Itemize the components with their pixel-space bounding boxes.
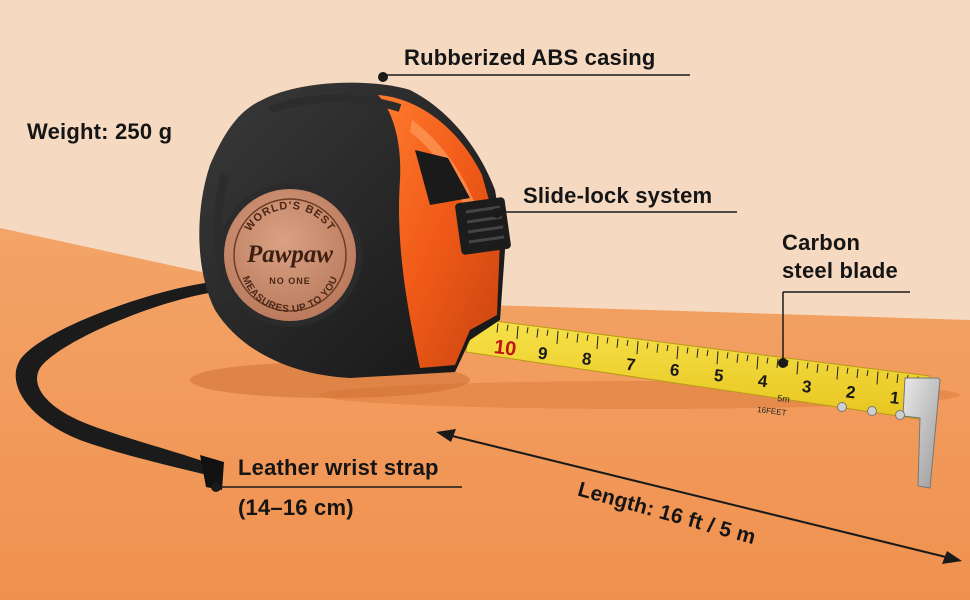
blade-tick: [496, 323, 499, 333]
lock-leader-dot: [492, 208, 502, 218]
badge-middle-text: NO ONE: [269, 276, 311, 286]
hook-rivet: [867, 406, 877, 416]
blade-label-line2: steel blade: [782, 258, 898, 283]
blade-number: 8: [581, 349, 593, 369]
length-arrow-line: [439, 432, 959, 561]
blade-tick: [586, 334, 589, 341]
blade-tick: [676, 346, 679, 360]
blade-number: 2: [845, 382, 857, 402]
blade-tick: [776, 358, 779, 368]
lock-label: Slide-lock system: [523, 183, 713, 208]
blade-leader-dot: [778, 358, 788, 368]
lock-ridge: [465, 205, 501, 214]
blade-tick: [846, 367, 849, 374]
blade-tick: [886, 372, 889, 379]
blade-tick: [696, 348, 699, 358]
blade-number: 9: [537, 344, 549, 364]
blade-tick: [576, 333, 579, 343]
casing-label: Rubberized ABS casing: [404, 45, 656, 70]
blade-number: 3: [801, 377, 813, 397]
strap-leader-dot: [211, 482, 221, 492]
blade-tick: [706, 349, 709, 357]
lock-ridge: [468, 235, 505, 244]
blade-tick: [796, 361, 799, 375]
blade-tick: [866, 370, 869, 377]
blade-tick: [656, 343, 659, 353]
blade-tick: [826, 365, 829, 372]
blade-tick: [756, 356, 759, 370]
hook-rivet: [837, 402, 847, 412]
blade-tick: [626, 339, 629, 346]
blade-number: 5: [713, 366, 725, 386]
blade-tick: [896, 373, 899, 384]
blade-label-line1: Carbon: [782, 230, 861, 255]
blade-tick: [856, 368, 859, 378]
lock-slot: [415, 150, 470, 205]
blade-tick: [636, 341, 639, 355]
blade-tick: [546, 329, 549, 336]
blade-tick: [836, 366, 839, 380]
strap-clip: [200, 455, 224, 490]
blade-tick: [666, 344, 669, 352]
blade-tick: [536, 328, 539, 338]
blade-tick: [606, 337, 609, 344]
blade-number: 7: [625, 355, 637, 375]
blade-tick: [526, 327, 529, 334]
blade-numbers: 10 9 8 7 6 5 4 3 2 1: [493, 336, 901, 408]
badge-inner-ring: [233, 198, 347, 312]
badge-brand: Pawpaw: [246, 241, 333, 268]
blade-tick: [556, 331, 559, 345]
strap-size-label: (14–16 cm): [238, 495, 354, 520]
length-arrow-head-left: [436, 429, 456, 442]
blade-tick: [816, 363, 819, 373]
blade-tick: [566, 332, 569, 339]
slide-lock-button: [455, 197, 511, 255]
blade-tick: [716, 351, 719, 365]
blade-tick: [746, 355, 749, 362]
wrist-strap: [15, 282, 223, 478]
orange-shell: [378, 95, 500, 368]
copper-badge: [224, 189, 356, 321]
blade-tick: [616, 338, 619, 348]
blade-tick: [596, 336, 599, 350]
end-hook: [902, 377, 941, 489]
casing-leader-dot: [378, 72, 388, 82]
blade-tick: [766, 357, 769, 364]
lock-ridge: [467, 225, 504, 234]
blade-number: 6: [669, 360, 681, 380]
blade-tick: [646, 342, 649, 349]
hook-rivet: [895, 410, 905, 420]
blade-tick: [736, 353, 739, 363]
blade-tick: [506, 324, 509, 331]
blade-tick: [726, 352, 729, 359]
blade-tick: [806, 362, 809, 369]
blade-number: 10: [493, 336, 518, 361]
blade-mark-5m: 5m: [777, 393, 791, 404]
blade-tick: [876, 371, 879, 385]
blade-number: 1: [889, 388, 901, 408]
length-arrow-head-right: [942, 551, 962, 564]
blade-tick: [686, 347, 689, 354]
blade-number: 4: [757, 371, 769, 391]
strap-label: Leather wrist strap: [238, 455, 439, 480]
weight-label: Weight: 250 g: [27, 119, 173, 144]
blade-mark-16feet: 16FEET: [757, 405, 787, 418]
blade-tick: [516, 326, 519, 340]
grip-ridge: [268, 94, 402, 114]
